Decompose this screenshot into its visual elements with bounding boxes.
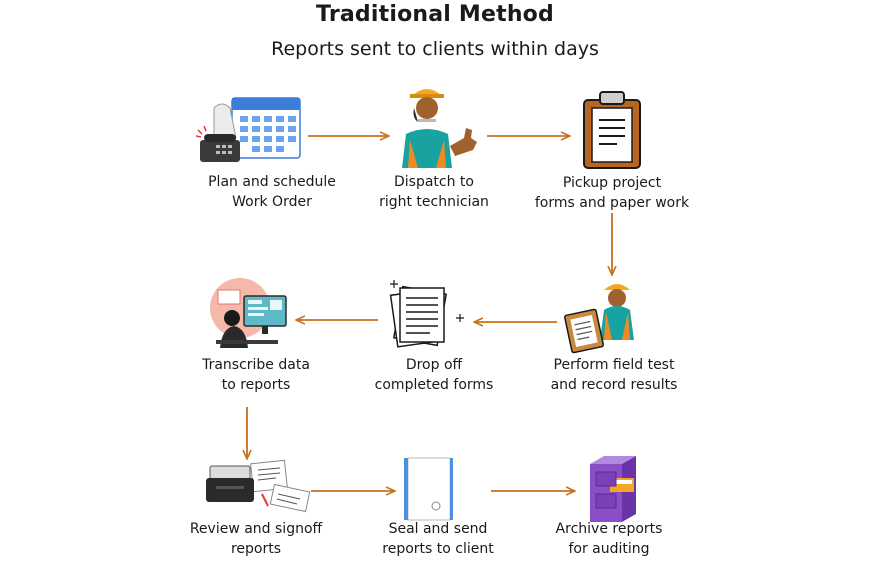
step-plan-line2: Work Order	[232, 194, 312, 210]
step-archive-line2: for auditing	[568, 541, 650, 557]
step-dispatch-label: Dispatch to right technician	[379, 172, 489, 212]
clipboard-icon	[583, 91, 641, 169]
step-pickup-label: Pickup project forms and paper work	[535, 173, 689, 213]
computer-worker-icon	[210, 278, 287, 348]
diagram-subtitle: Reports sent to clients within days	[271, 38, 599, 60]
step-seal-line2: reports to client	[382, 541, 494, 557]
step-review-line1: Review and signoff	[189, 521, 323, 537]
step-field-test-line2: and record results	[550, 377, 678, 393]
step-transcribe-line2: to reports	[221, 377, 291, 393]
step-review-line2: reports	[230, 541, 282, 557]
sealed-report-icon	[404, 457, 453, 521]
calendar-phone-icon	[195, 97, 301, 162]
step-field-test-label: Perform field test and record results	[551, 355, 678, 395]
step-pickup-line2: forms and paper work	[534, 195, 690, 211]
step-dropoff-label: Drop off completed forms	[375, 355, 494, 395]
step-transcribe-label: Transcribe data to reports	[202, 355, 310, 395]
step-seal-label: Seal and send reports to client	[382, 519, 493, 559]
step-dropoff-line1: Drop off	[405, 357, 463, 373]
flow-arrows	[247, 136, 612, 491]
step-archive-line1: Archive reports	[555, 521, 663, 537]
step-dispatch-line2: right technician	[379, 194, 489, 210]
step-seal-line1: Seal and send	[388, 521, 488, 537]
step-plan-line1: Plan and schedule	[208, 174, 336, 190]
step-field-test-line1: Perform field test	[553, 357, 675, 373]
technician-clipboard-icon	[564, 284, 634, 354]
step-transcribe-line1: Transcribe data	[202, 357, 310, 373]
step-dropoff-line2: completed forms	[374, 377, 494, 393]
technician-thumbs-up-icon	[402, 89, 477, 168]
paper-stack-icon	[389, 280, 464, 348]
printer-icon	[206, 459, 311, 513]
step-review-label: Review and signoff reports	[190, 519, 322, 559]
step-archive-label: Archive reports for auditing	[556, 519, 663, 559]
step-plan-label: Plan and schedule Work Order	[208, 172, 336, 212]
step-dispatch-line1: Dispatch to	[393, 174, 474, 190]
diagram-title: Traditional Method	[316, 2, 554, 27]
step-pickup-line1: Pickup project	[562, 175, 662, 191]
filing-cabinet-icon	[590, 456, 636, 522]
